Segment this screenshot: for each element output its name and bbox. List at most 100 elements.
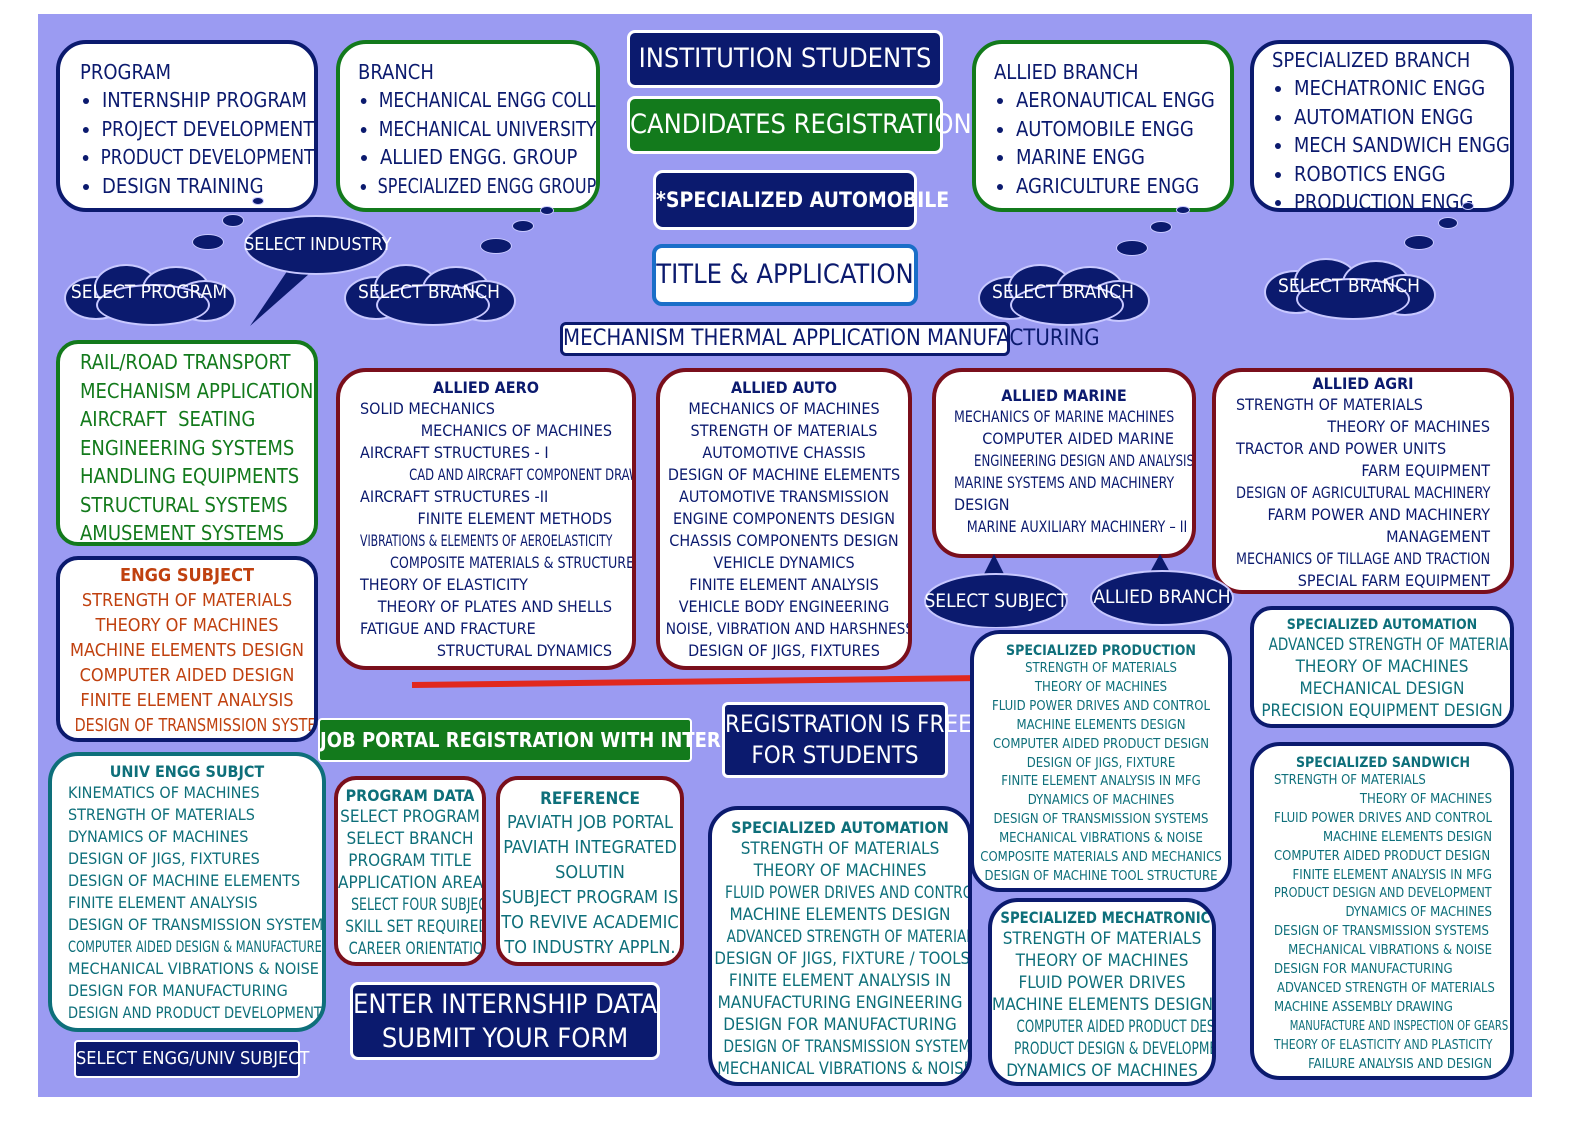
program-data-item[interactable]: SELECT BRANCH — [346, 829, 474, 849]
branch-item[interactable]: MECHANICAL ENGG COLL — [358, 86, 596, 115]
univ-engg-item[interactable]: DESIGN OF JIGS, FIXTURES — [68, 849, 260, 868]
industry-item[interactable]: RAIL/ROAD TRANSPORT — [80, 350, 291, 374]
allied-aero-line[interactable]: SOLID MECHANICS — [360, 399, 495, 418]
specialized-production-item[interactable]: MACHINE ELEMENTS DESIGN — [1016, 717, 1186, 733]
allied-auto-line[interactable]: VEHICLE BODY ENGINEERING — [678, 597, 890, 616]
specialized-sandwich-item[interactable]: MACHINE ELEMENTS DESIGN — [1322, 829, 1492, 845]
univ-engg-item[interactable]: FINITE ELEMENT ANALYSIS — [68, 893, 258, 912]
allied-aero-line[interactable]: COMPOSITE MATERIALS & STRUCTURES — [389, 553, 636, 572]
specialized-branch-item[interactable]: MECH SANDWICH ENGG — [1272, 131, 1510, 160]
specialized-sandwich-item[interactable]: MECHANICAL VIBRATIONS & NOISE — [1288, 943, 1492, 959]
allied-agri-line[interactable]: SPECIAL FARM EQUIPMENT — [1297, 571, 1490, 590]
allied-agri-line[interactable]: TRACTOR AND POWER UNITS — [1236, 439, 1447, 458]
select-branch-cloud-3[interactable]: SELECT BRANCH — [1264, 256, 1436, 320]
program-data-item[interactable]: CAREER ORIENTATION — [348, 939, 486, 959]
univ-engg-item[interactable]: DESIGN OF TRANSMISSION SYSTEM — [68, 915, 324, 934]
program-item[interactable]: DESIGN TRAINING — [80, 172, 314, 201]
specialized-automation-right-item[interactable]: THEORY OF MACHINES — [1295, 657, 1469, 677]
program-item[interactable]: PROJECT DEVELOPMENT — [80, 115, 314, 144]
program-item[interactable]: PRODUCT DEVELOPMENT — [80, 143, 314, 172]
allied-aero-line[interactable]: AIRCRAFT STRUCTURES -II — [360, 487, 549, 506]
specialized-sandwich-item[interactable]: THEORY OF ELASTICITY AND PLASTICITY — [1274, 1037, 1493, 1053]
program-data-item[interactable]: APPLICATION AREA — [338, 873, 484, 893]
engg-subject-item[interactable]: DESIGN OF TRANSMISSION SYSTEM — [74, 715, 318, 736]
specialized-automation-item[interactable]: FLUID POWER DRIVES AND CONTROL — [725, 883, 972, 903]
specialized-mechatronics-item[interactable]: DYNAMICS OF MACHINES — [1006, 1061, 1198, 1081]
program-data-item[interactable]: PROGRAM TITLE — [348, 851, 472, 871]
univ-engg-item[interactable]: KINEMATICS OF MACHINES — [68, 783, 260, 802]
allied-auto-line[interactable]: AUTOMOTIVE TRANSMISSION — [679, 487, 889, 506]
allied-auto-line[interactable]: AUTOMOTIVE CHASSIS — [702, 443, 866, 462]
branch-item[interactable]: ALLIED ENGG. GROUP — [358, 143, 596, 172]
specialized-automation-item[interactable]: DESIGN OF TRANSMISSION SYSTEMS — [723, 1037, 972, 1057]
select-subject-bubble[interactable]: SELECT SUBJECT — [924, 554, 1068, 628]
specialized-sandwich-item[interactable]: ADVANCED STRENGTH OF MATERIALS — [1277, 980, 1495, 996]
univ-engg-item[interactable]: DESIGN AND PRODUCT DEVELOPMENT — [68, 1003, 322, 1022]
allied-auto-line[interactable]: STRENGTH OF MATERIALS — [690, 421, 878, 440]
allied-branch-item[interactable]: AUTOMOBILE ENGG — [994, 115, 1230, 144]
select-engg-univ-button[interactable]: SELECT ENGG/UNIV SUBJECT — [74, 1040, 309, 1078]
allied-agri-line[interactable]: THEORY OF MACHINES — [1327, 417, 1490, 436]
univ-engg-item[interactable]: MECHANICAL VIBRATIONS & NOISE — [68, 959, 319, 978]
univ-engg-item[interactable]: STRENGTH OF MATERIALS — [68, 805, 255, 824]
specialized-branch-item[interactable]: ROBOTICS ENGG — [1272, 160, 1510, 189]
allied-agri-line[interactable]: MANAGEMENT — [1386, 527, 1490, 546]
engg-subject-item[interactable]: FINITE ELEMENT ANALYSIS — [80, 690, 294, 711]
specialized-production-item[interactable]: COMPUTER AIDED PRODUCT DESIGN — [992, 736, 1210, 752]
industry-item[interactable]: AIRCRAFT SEATING — [80, 407, 256, 431]
allied-aero-line[interactable]: AIRCRAFT STRUCTURES - I — [360, 443, 549, 462]
allied-auto-line[interactable]: DESIGN OF JIGS, FIXTURES — [688, 641, 880, 660]
specialized-sandwich-item[interactable]: FAILURE ANALYSIS AND DESIGN — [1308, 1056, 1492, 1072]
allied-marine-line[interactable]: DESIGN — [954, 495, 1010, 514]
specialized-mechatronics-item[interactable]: MACHINE ELEMENTS DESIGN — [992, 995, 1214, 1015]
allied-marine-line[interactable]: MARINE SYSTEMS AND MACHINERY — [954, 473, 1175, 492]
engg-subject-item[interactable]: STRENGTH OF MATERIALS — [81, 590, 293, 611]
specialized-production-item[interactable]: COMPOSITE MATERIALS AND MECHANICS — [980, 850, 1222, 866]
specialized-automation-right-item[interactable]: PRECISION EQUIPMENT DESIGN — [1261, 701, 1503, 721]
specialized-sandwich-item[interactable]: STRENGTH OF MATERIALS — [1274, 773, 1426, 788]
allied-aero-line[interactable]: STRUCTURAL DYNAMICS — [436, 641, 612, 660]
allied-branch-bubble[interactable]: ALLIED BRANCH — [1090, 554, 1234, 626]
specialized-production-item[interactable]: DESIGN OF TRANSMISSION SYSTEMS — [993, 812, 1209, 828]
specialized-production-item[interactable]: THEORY OF MACHINES — [1034, 679, 1168, 695]
enter-internship-submit-button[interactable]: ENTER INTERNSHIP DATA SUBMIT YOUR FORM — [350, 982, 660, 1060]
specialized-mechatronics-item[interactable]: COMPUTER AIDED PRODUCT DESIGN — [1016, 1017, 1216, 1037]
allied-marine-line[interactable]: MECHANICS OF MARINE MACHINES — [954, 407, 1175, 426]
industry-item[interactable]: MECHANISM APPLICATION — [80, 378, 314, 403]
allied-auto-line[interactable]: NOISE, VIBRATION AND HARSHNESS — [665, 619, 912, 638]
specialized-branch-item[interactable]: PRODUCTION ENGG — [1272, 188, 1510, 208]
allied-branch-item[interactable]: MARINE ENGG — [994, 143, 1230, 172]
univ-engg-item[interactable]: DYNAMICS OF MACHINES — [68, 827, 249, 846]
allied-auto-line[interactable]: CHASSIS COMPONENTS DESIGN — [669, 531, 899, 550]
industry-item[interactable]: HANDLING EQUIPMENTS — [80, 464, 300, 488]
allied-agri-line[interactable]: STRENGTH OF MATERIALS — [1236, 395, 1423, 414]
allied-auto-line[interactable]: VEHICLE DYNAMICS — [713, 553, 855, 572]
specialized-production-item[interactable]: STRENGTH OF MATERIALS — [1025, 661, 1177, 676]
specialized-sandwich-item[interactable]: MACHINE ASSEMBLY DRAWING — [1274, 999, 1453, 1015]
allied-auto-line[interactable]: DESIGN OF MACHINE ELEMENTS — [667, 465, 901, 484]
specialized-branch-item[interactable]: MECHATRONIC ENGG — [1272, 74, 1510, 103]
specialized-mechatronics-item[interactable]: PRODUCT DESIGN & DEVELOPMENT — [1014, 1039, 1216, 1059]
program-data-item[interactable]: SELECT PROGRAM — [340, 807, 480, 827]
specialized-mechatronics-item[interactable]: FLUID POWER DRIVES — [1018, 973, 1186, 993]
allied-auto-line[interactable]: ENGINE COMPONENTS DESIGN — [672, 509, 896, 528]
specialized-branch-item[interactable]: AUTOMATION ENGG — [1272, 103, 1510, 132]
specialized-automation-item[interactable]: MANUFACTURING ENGINEERING — [717, 993, 963, 1013]
univ-engg-item[interactable]: DESIGN FOR MANUFACTURING — [68, 981, 288, 1000]
allied-aero-line[interactable]: THEORY OF ELASTICITY — [360, 575, 528, 594]
select-branch-cloud-2[interactable]: SELECT BRANCH — [978, 262, 1150, 326]
title-application-box[interactable]: TITLE & APPLICATION — [652, 244, 918, 306]
program-data-item[interactable]: SELECT FOUR SUBJECT — [351, 895, 486, 915]
allied-aero-line[interactable]: MECHANICS OF MACHINES — [420, 421, 612, 440]
allied-branch-item[interactable]: AERONAUTICAL ENGG — [994, 86, 1230, 115]
allied-branch-item[interactable]: AGRICULTURE ENGG — [994, 172, 1230, 201]
specialized-production-item[interactable]: DESIGN OF JIGS, FIXTURE — [1026, 755, 1176, 771]
allied-agri-line[interactable]: MECHANICS OF TILLAGE AND TRACTION — [1236, 549, 1491, 568]
allied-marine-line[interactable]: ENGINEERING DESIGN AND ANALYSIS — [974, 451, 1194, 470]
allied-aero-line[interactable]: FATIGUE AND FRACTURE — [360, 619, 536, 638]
specialized-sandwich-item[interactable]: DESIGN OF TRANSMISSION SYSTEMS — [1274, 924, 1489, 940]
program-data-item[interactable]: SKILL SET REQUIRED — [345, 917, 486, 937]
industry-item[interactable]: ENGINEERING SYSTEMS — [80, 435, 295, 460]
specialized-production-item[interactable]: MECHANICAL VIBRATIONS & NOISE — [999, 831, 1203, 847]
industry-item[interactable]: STRUCTURAL SYSTEMS — [80, 492, 288, 517]
